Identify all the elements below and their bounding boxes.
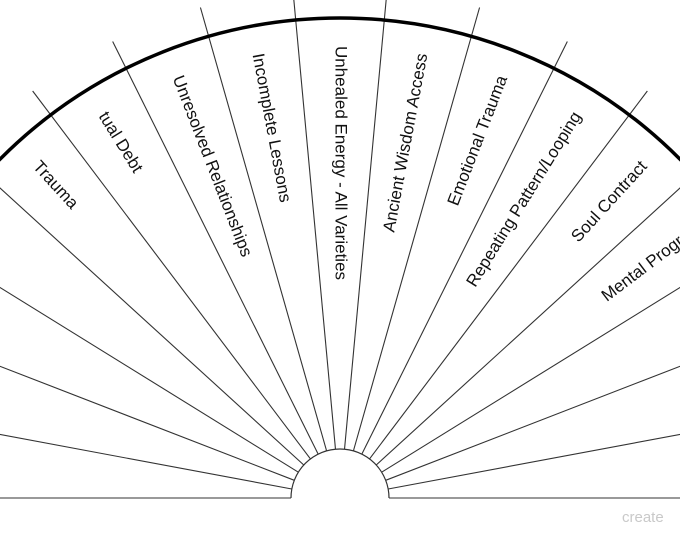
segment-divider xyxy=(0,187,305,466)
segment-label: Mental Program xyxy=(598,217,680,305)
center-hub xyxy=(290,448,390,499)
segment-divider xyxy=(112,41,319,455)
segment-dividers xyxy=(0,0,680,499)
segment-divider xyxy=(388,433,680,490)
credit-watermark: create xyxy=(622,509,664,526)
segment-divider xyxy=(32,90,311,460)
outer-arc xyxy=(0,16,680,162)
segment-label: Ancient Wisdom Access xyxy=(379,52,431,234)
segment-label: Unresolved Relationships xyxy=(169,73,256,260)
segment-divider xyxy=(293,0,337,450)
segment-divider xyxy=(352,7,481,452)
segment-divider xyxy=(0,286,299,473)
segment-divider xyxy=(375,187,680,466)
segment-divider xyxy=(369,90,648,460)
segment-label: Emotional Trauma xyxy=(444,72,512,208)
segment-divider xyxy=(361,41,568,455)
segment-divider xyxy=(385,365,680,481)
segment-label: Unhealed Energy - All Varieties xyxy=(332,46,351,280)
segment-divider xyxy=(343,0,387,450)
segment-divider xyxy=(0,433,292,490)
segment-label: Soul Contract xyxy=(567,157,651,246)
segment-divider xyxy=(381,286,680,473)
segment-divider xyxy=(199,7,328,452)
segment-divider xyxy=(0,365,295,481)
segment-label: Trauma xyxy=(29,157,82,213)
segment-label: Incomplete Lessons xyxy=(249,52,295,204)
segment-label: tual Debt xyxy=(95,108,147,176)
